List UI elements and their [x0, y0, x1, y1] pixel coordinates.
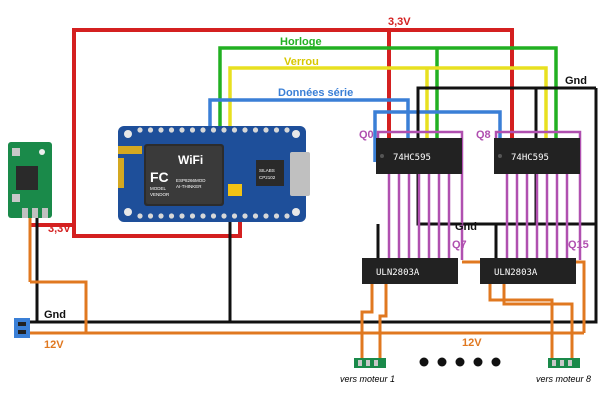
- esp-pin-top-13: [273, 127, 280, 133]
- esp-pin-bottom-0: [137, 213, 143, 219]
- esp-pin-bottom-4: [179, 213, 185, 219]
- label-motor-1: vers moteur 1: [340, 374, 395, 384]
- esp-pin-top-9: [231, 127, 238, 133]
- esp-pin-bottom-10: [242, 213, 248, 219]
- esp-pin-top-4: [179, 127, 185, 133]
- esp-pin-top-6: [200, 127, 206, 133]
- esp-pin-top-10: [242, 127, 248, 133]
- esp8266-board: WiFi FC MODEL VENDOR ESP8266MOD AI-THINK…: [118, 126, 310, 222]
- mount-hole-br: [292, 208, 300, 216]
- label-gnd-left: Gnd: [44, 309, 66, 321]
- shift1-label: 74HC595: [393, 153, 431, 163]
- label-12v-mid: 12V: [462, 337, 482, 349]
- motor-connector-8: [548, 358, 580, 368]
- esp-model: MODEL: [150, 186, 167, 191]
- esp-pin-bottom-12: [263, 213, 269, 219]
- wire-verrou: [228, 66, 548, 138]
- esp-pin-top-1: [147, 127, 154, 133]
- esp-pin-top-11: [252, 127, 259, 133]
- esp-pin-bottom-6: [200, 213, 206, 219]
- esp-pin-bottom-7: [210, 213, 217, 219]
- label-12v-left: 12V: [44, 339, 64, 351]
- cp-model: CP2102: [259, 175, 276, 180]
- uln-driver-1: ULN2803A: [362, 258, 458, 284]
- shift2-label: 74HC595: [511, 153, 549, 163]
- wire-donnees: [208, 98, 502, 162]
- antenna: [118, 146, 142, 154]
- driver1-label: ULN2803A: [376, 268, 420, 278]
- mount-hole-tl: [124, 130, 132, 138]
- esp-pin-bottom-2: [158, 213, 164, 219]
- uln-driver-2: ULN2803A: [480, 258, 576, 284]
- wires-q-block1: [376, 130, 464, 260]
- esp-pin-top-0: [137, 127, 143, 133]
- more-motors-dots: [419, 357, 501, 367]
- cp2102-chip: [256, 160, 284, 186]
- esp-pin-top-14: [284, 127, 290, 133]
- esp-pin-top-5: [189, 127, 196, 133]
- label-gnd-right: Gnd: [565, 75, 587, 87]
- usb-port: [290, 152, 310, 196]
- esp-pin-top-12: [263, 127, 269, 133]
- esp-pin-bottom-1: [147, 213, 154, 219]
- esp-fc: FC: [150, 169, 169, 185]
- esp-pin-bottom-8: [221, 213, 227, 219]
- esp-vendor: VENDOR: [150, 192, 170, 197]
- label-q15: Q15: [568, 239, 589, 251]
- esp-pin-bottom-9: [231, 213, 238, 219]
- cp-silabs: SILABS: [259, 168, 275, 173]
- esp-chip: ESP8266MOD: [176, 178, 206, 183]
- esp-pin-bottom-14: [284, 213, 290, 219]
- power-jack: [14, 318, 30, 338]
- wire-horloge: [218, 46, 558, 138]
- label-3v3-top: 3,3V: [388, 16, 411, 28]
- label-q7: Q7: [452, 239, 467, 251]
- esp-pin-rows: [137, 127, 290, 219]
- esp-pin-bottom-11: [252, 213, 259, 219]
- esp-maker: AI-THINKER: [176, 184, 202, 189]
- label-q8: Q8: [476, 129, 491, 141]
- label-donnees: Données série: [278, 87, 353, 99]
- esp-pin-top-3: [168, 127, 175, 133]
- regulator-module: [8, 142, 52, 218]
- pot-knob: [39, 149, 45, 155]
- label-verrou: Verrou: [284, 56, 319, 68]
- esp-pin-top-8: [221, 127, 227, 133]
- label-motor-8: vers moteur 8: [536, 374, 591, 384]
- esp-pin-bottom-5: [189, 213, 196, 219]
- regulator-chip: [16, 166, 38, 190]
- shift-register-2: 74HC595: [494, 138, 580, 174]
- label-horloge: Horloge: [280, 36, 322, 48]
- capacitor: [228, 184, 242, 196]
- label-q0: Q0: [359, 129, 374, 141]
- mount-hole-bl: [124, 208, 132, 216]
- esp-pin-top-2: [158, 127, 164, 133]
- wires-q-block2: [494, 130, 582, 260]
- mount-hole-tr: [292, 130, 300, 138]
- driver2-label: ULN2803A: [494, 268, 538, 278]
- esp-pin-top-7: [210, 127, 217, 133]
- label-3v3-left: 3,3V: [48, 223, 71, 235]
- esp-pin-bottom-3: [168, 213, 175, 219]
- esp-wifi: WiFi: [178, 153, 203, 167]
- shift-register-1: 74HC595: [376, 138, 462, 174]
- motor-connector-1: [354, 358, 386, 368]
- esp-pin-bottom-13: [273, 213, 280, 219]
- label-gnd-mid: Gnd: [455, 221, 477, 233]
